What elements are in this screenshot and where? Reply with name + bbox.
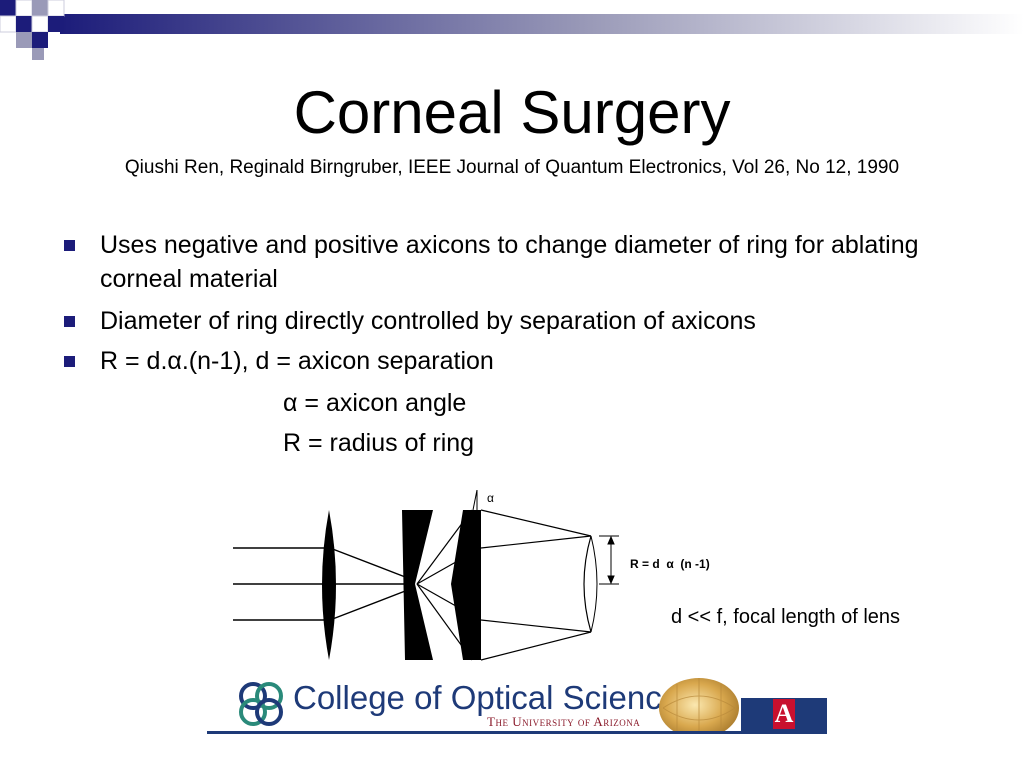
focusing-lens-shape bbox=[322, 510, 336, 660]
bullet-text: Diameter of ring directly controlled by … bbox=[100, 307, 756, 335]
bullet-text: R = d.α.(n-1), d = axicon separation bbox=[100, 347, 494, 375]
optics-rings-logo-icon bbox=[239, 682, 283, 726]
bullet-item-1: Uses negative and positive axicons to ch… bbox=[64, 228, 960, 296]
indented-line-radius: R = radius of ring bbox=[283, 429, 475, 457]
negative-axicon-shape bbox=[402, 510, 433, 660]
output-rays bbox=[480, 509, 592, 661]
ring-radius-formula: R = d α (n -1) bbox=[630, 557, 710, 571]
logo-underline-bar bbox=[207, 731, 827, 734]
college-logo-banner: College of Optical Sciences The Universi… bbox=[207, 674, 827, 734]
radius-arrow bbox=[599, 535, 619, 585]
bullet-square-icon bbox=[64, 240, 75, 251]
college-name: College of Optical Sciences bbox=[293, 679, 697, 716]
incoming-rays bbox=[233, 547, 330, 621]
focal-length-note: d << f, focal length of lens bbox=[671, 606, 901, 628]
university-name: The University of Arizona bbox=[487, 714, 641, 729]
university-a-badge: A bbox=[741, 698, 827, 731]
gold-dome-emblem-icon bbox=[659, 678, 739, 734]
slide-subtitle-citation: Qiushi Ren, Reginald Birngruber, IEEE Jo… bbox=[124, 157, 900, 178]
header-squares-decoration bbox=[0, 0, 65, 60]
axicon-angle-marker bbox=[472, 490, 478, 511]
indented-line-alpha: α = axicon angle bbox=[283, 389, 467, 417]
target-ring-ellipse bbox=[583, 535, 592, 633]
alpha-label: α bbox=[487, 491, 494, 505]
bullet-square-icon bbox=[64, 356, 75, 367]
slide-title: Corneal Surgery bbox=[293, 79, 731, 146]
bullet-item-3: R = d.α.(n-1), d = axicon separation bbox=[64, 344, 960, 378]
bullet-item-2: Diameter of ring directly controlled by … bbox=[64, 304, 960, 338]
positive-axicon-shape bbox=[451, 510, 481, 660]
a-logo-icon: A bbox=[773, 699, 795, 729]
converging-rays bbox=[329, 547, 414, 621]
target-ring-back bbox=[590, 535, 598, 633]
bullet-text: Uses negative and positive axicons to ch… bbox=[100, 231, 919, 293]
axicon-optics-diagram: α R = d α (n -1) bbox=[233, 490, 710, 661]
bullet-square-icon bbox=[64, 316, 75, 327]
header-gradient-band bbox=[0, 0, 1024, 60]
